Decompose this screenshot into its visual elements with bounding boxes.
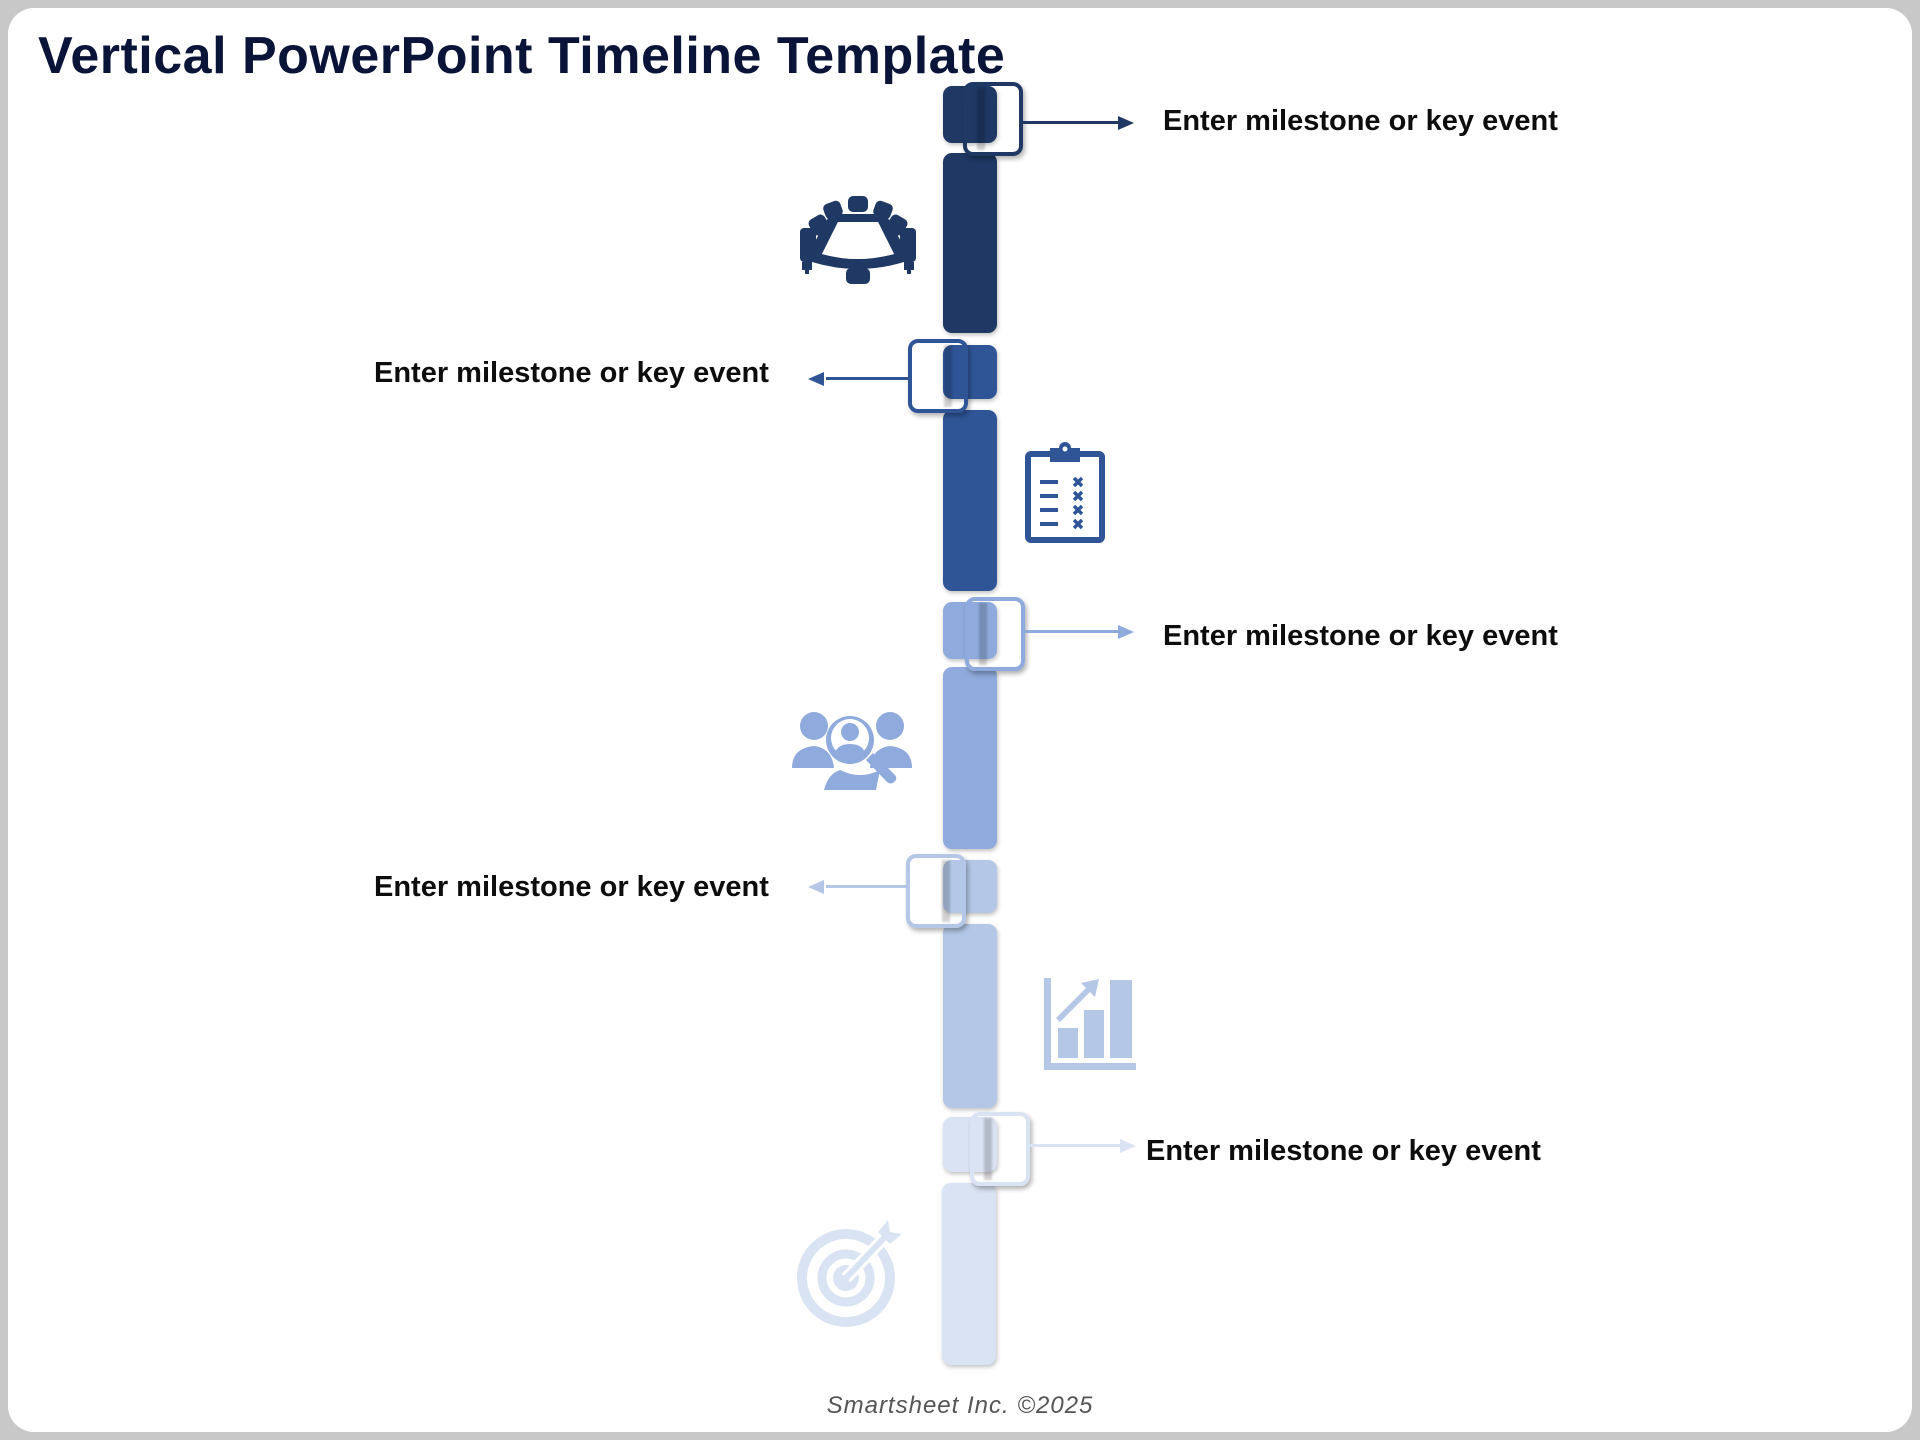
milestone-label-3[interactable]: Enter milestone or key event [1163, 620, 1558, 652]
clipboard-checklist-icon [1025, 442, 1105, 543]
connector-line-1 [1023, 121, 1121, 124]
connector-line-2 [826, 377, 910, 380]
arrow-left-icon [808, 880, 824, 894]
people-search-icon [792, 712, 912, 790]
milestone-ring-1 [963, 82, 1023, 156]
phase-bar-1[interactable] [943, 153, 997, 333]
connector-line-5 [1030, 1144, 1124, 1147]
arrow-left-icon [808, 372, 824, 386]
footer-copyright: Smartsheet Inc. ©2025 [826, 1392, 1094, 1419]
milestone-block-2[interactable] [943, 345, 997, 399]
phase-bar-2[interactable] [943, 410, 997, 591]
milestone-ring-5 [970, 1112, 1030, 1186]
milestone-ring-2 [908, 339, 968, 413]
milestone-label-5[interactable]: Enter milestone or key event [1146, 1135, 1541, 1167]
arrow-right-icon [1118, 116, 1134, 130]
milestone-block-1[interactable] [943, 86, 997, 143]
target-arrow-icon [797, 1220, 902, 1327]
conference-table-icon [800, 196, 916, 284]
arrow-right-icon [1120, 1139, 1136, 1153]
slide: Vertical PowerPoint Timeline Template En… [8, 8, 1912, 1432]
milestone-ring-3 [965, 597, 1025, 671]
phase-bar-5[interactable] [942, 1183, 996, 1365]
phase-bar-4[interactable] [943, 924, 997, 1108]
milestone-block-3[interactable] [943, 602, 997, 659]
bar-chart-growth-icon [1044, 978, 1136, 1070]
milestone-block-4[interactable] [943, 860, 997, 913]
milestone-ring-4 [906, 854, 966, 928]
page-title: Vertical PowerPoint Timeline Template [38, 27, 1006, 85]
milestone-label-4[interactable]: Enter milestone or key event [374, 871, 769, 903]
connector-line-3 [1025, 630, 1122, 633]
milestone-label-2[interactable]: Enter milestone or key event [374, 357, 769, 389]
milestone-label-1[interactable]: Enter milestone or key event [1163, 105, 1558, 137]
connector-line-4 [826, 885, 908, 888]
phase-bar-3[interactable] [943, 667, 997, 849]
arrow-right-icon [1118, 625, 1134, 639]
